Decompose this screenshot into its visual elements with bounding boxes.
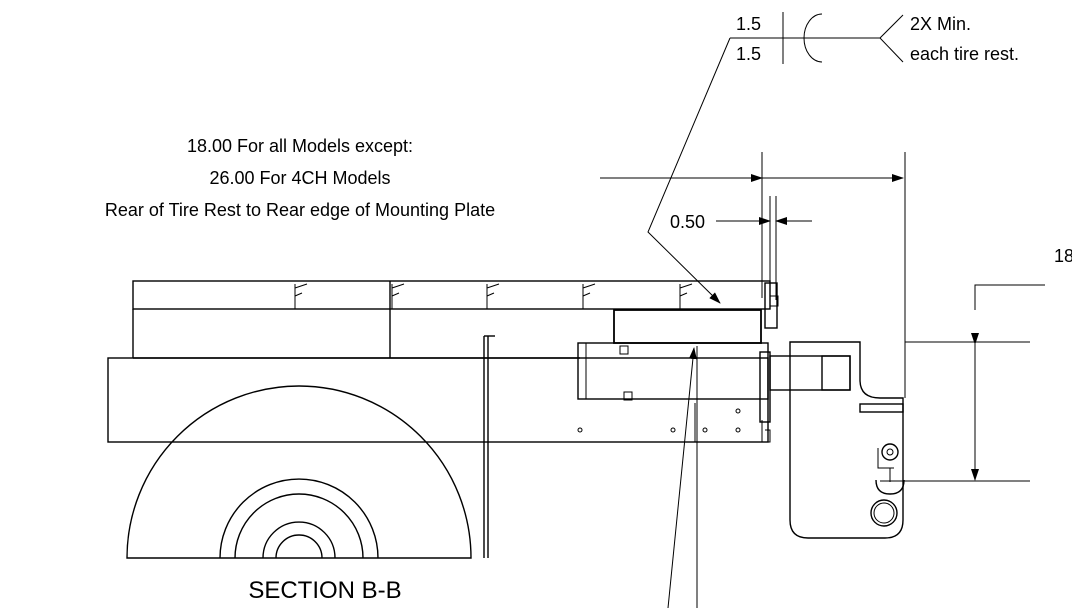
weld-top-value: 1.5 — [736, 14, 761, 34]
dimension-note-line1: 18.00 For all Models except: — [187, 136, 413, 156]
hub-outer — [262, 521, 336, 559]
plate-pin-outer — [881, 443, 899, 461]
plate-pin-inner — [886, 448, 894, 456]
crossmember-3 — [486, 283, 500, 309]
weld-symbol: 1.5 1.5 2X Min. each tire rest. — [647, 12, 1019, 304]
mounting-plate-outline — [789, 341, 904, 539]
hub-inner — [275, 534, 323, 559]
bottom-leader — [667, 347, 697, 608]
rivet-1 — [577, 427, 583, 433]
right-dimension: 18 — [880, 246, 1072, 482]
rivet-3 — [702, 427, 708, 433]
right-dimension-leader — [974, 284, 1045, 310]
weld-bottom-value: 1.5 — [736, 44, 761, 64]
tire-inner — [234, 493, 364, 559]
rivet-5 — [735, 408, 741, 414]
weld-tail-lower — [879, 37, 904, 63]
frame-rail-body — [107, 357, 769, 443]
dimension-note-line3: Rear of Tire Rest to Rear edge of Mounti… — [105, 200, 495, 220]
receiver-clip-2 — [765, 429, 771, 443]
mounting-plate — [789, 341, 905, 539]
weld-tail-upper — [879, 14, 904, 39]
frame-rail — [107, 342, 851, 443]
rivet-2 — [670, 427, 676, 433]
weld-note-line2: each tire rest. — [910, 44, 1019, 64]
fender — [126, 385, 472, 559]
vertical-post — [483, 335, 495, 558]
plate-slot — [859, 403, 904, 413]
tube-bolt-1 — [619, 345, 629, 355]
plate-lower-hole-inner — [873, 502, 895, 524]
rivet-4 — [735, 427, 741, 433]
weld-note-line1: 2X Min. — [910, 14, 971, 34]
plate-lower-hole — [870, 499, 898, 527]
gap-dimension-value: 0.50 — [670, 212, 705, 232]
plate-latch — [877, 448, 894, 469]
crossmember-marks — [294, 283, 693, 309]
weld-contour-arc — [803, 13, 823, 63]
bed-top-rail — [132, 280, 771, 310]
hitch-bar — [769, 355, 851, 391]
tube-bolt-2 — [623, 391, 633, 401]
plate-hook — [875, 479, 905, 495]
right-dimension-partial-text: 18 — [1054, 246, 1072, 266]
wheel — [126, 385, 472, 559]
hitch-bar-end — [821, 355, 851, 391]
tire-rest-dimension-note: 18.00 For all Models except: 26.00 For 4… — [105, 136, 906, 398]
tire-rest — [613, 309, 762, 344]
mounting-tube — [577, 342, 769, 400]
bed-end-bolt — [769, 295, 779, 307]
tire-outer — [219, 478, 379, 559]
dimension-note-line2: 26.00 For 4CH Models — [209, 168, 390, 188]
section-label: SECTION B-B — [248, 577, 401, 604]
crossmember-1 — [294, 283, 308, 309]
crossmember-5 — [679, 283, 693, 309]
weld-leader — [647, 37, 731, 304]
crossmember-2 — [391, 283, 405, 309]
crossmember-4 — [582, 283, 596, 309]
trailer-bed — [132, 280, 779, 359]
